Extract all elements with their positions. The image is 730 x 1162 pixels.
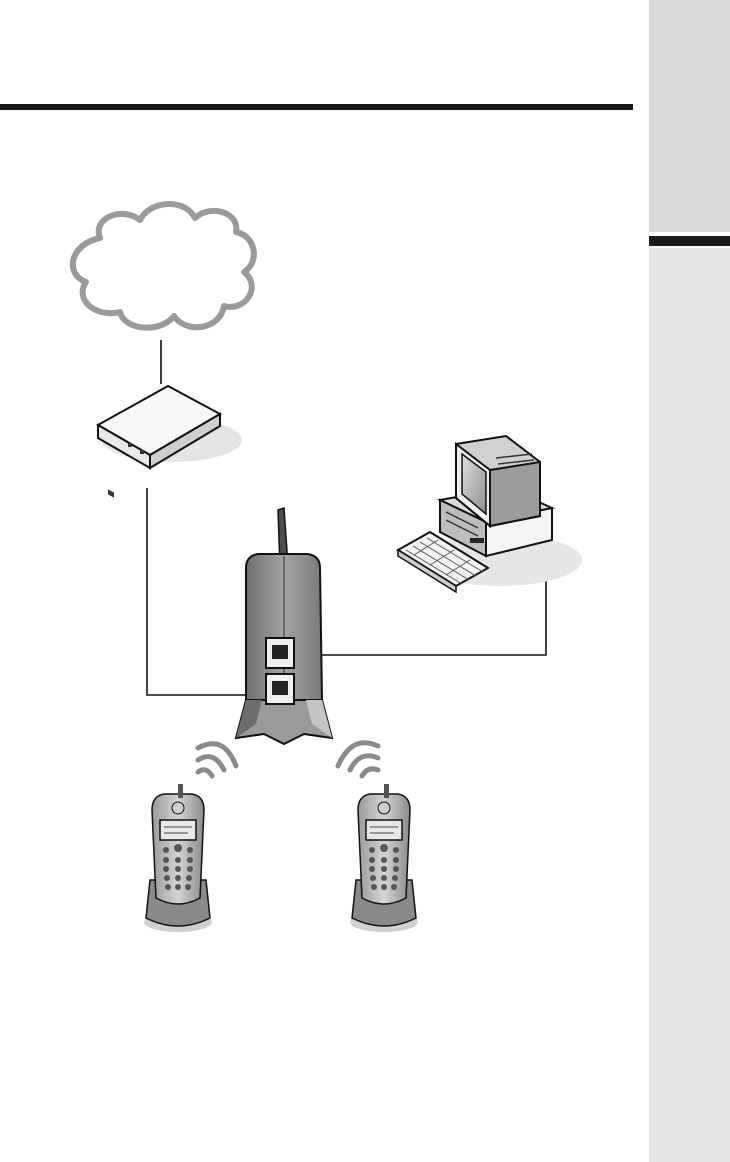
handset-icon — [144, 784, 212, 932]
modem-icon — [98, 386, 242, 498]
wireless-signal-right — [338, 743, 378, 776]
wireless-signal-left — [198, 744, 236, 776]
handset-icon — [350, 784, 418, 932]
computer-icon — [398, 436, 582, 592]
cloud-icon — [73, 204, 254, 328]
base-station-icon — [236, 508, 332, 744]
